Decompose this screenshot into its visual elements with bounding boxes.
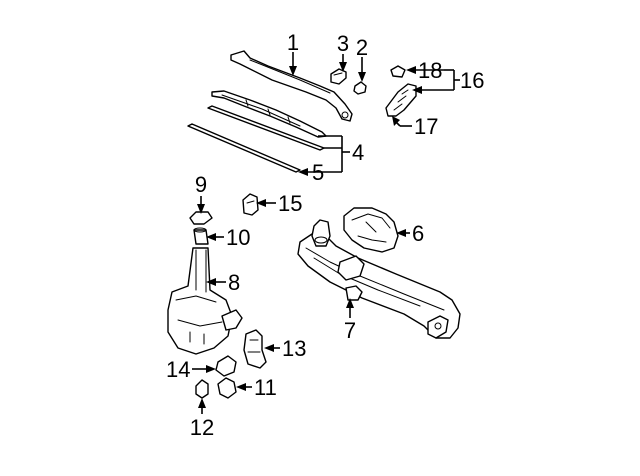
callout-15: 15 [278,191,302,216]
callout-8: 8 [228,270,240,295]
washer-reservoir-part [167,247,243,355]
callout-labels: 1 2 3 4 5 6 7 8 9 10 11 12 13 14 15 16 1… [166,30,484,440]
callout-14: 14 [166,357,190,382]
wiper-linkage-part [297,219,461,339]
callout-16: 16 [460,68,484,93]
callout-13: 13 [282,336,306,361]
clip-cap-part [390,65,406,78]
callout-10: 10 [226,225,250,250]
leader-lines [192,52,460,414]
reservoir-filter-part [193,227,209,245]
callout-6: 6 [412,221,424,246]
callout-17: 17 [414,114,438,139]
callout-12: 12 [190,415,214,440]
callout-11: 11 [254,375,277,400]
grommet-part [215,355,237,377]
callout-5: 5 [312,160,324,185]
arm-cap-part [330,68,347,85]
washer-nozzle-part [385,83,417,117]
callout-2: 2 [356,35,368,60]
wiper-arm-part [230,50,353,122]
wiper-blade-part [211,90,327,138]
callout-4: 4 [352,140,364,165]
seal-part [195,379,209,399]
callout-18: 18 [418,58,442,83]
blade-insert-lower-part [187,123,301,173]
bracket-part [242,193,259,216]
callout-7: 7 [344,318,356,343]
callout-1: 1 [287,30,299,55]
wiper-motor-part [343,207,399,253]
reservoir-cap-part [189,211,213,225]
washer-pump-part [243,329,267,369]
callout-3: 3 [337,31,349,56]
callout-9: 9 [195,172,207,197]
nut-part [353,81,367,95]
pump-grommet-part [217,377,237,399]
